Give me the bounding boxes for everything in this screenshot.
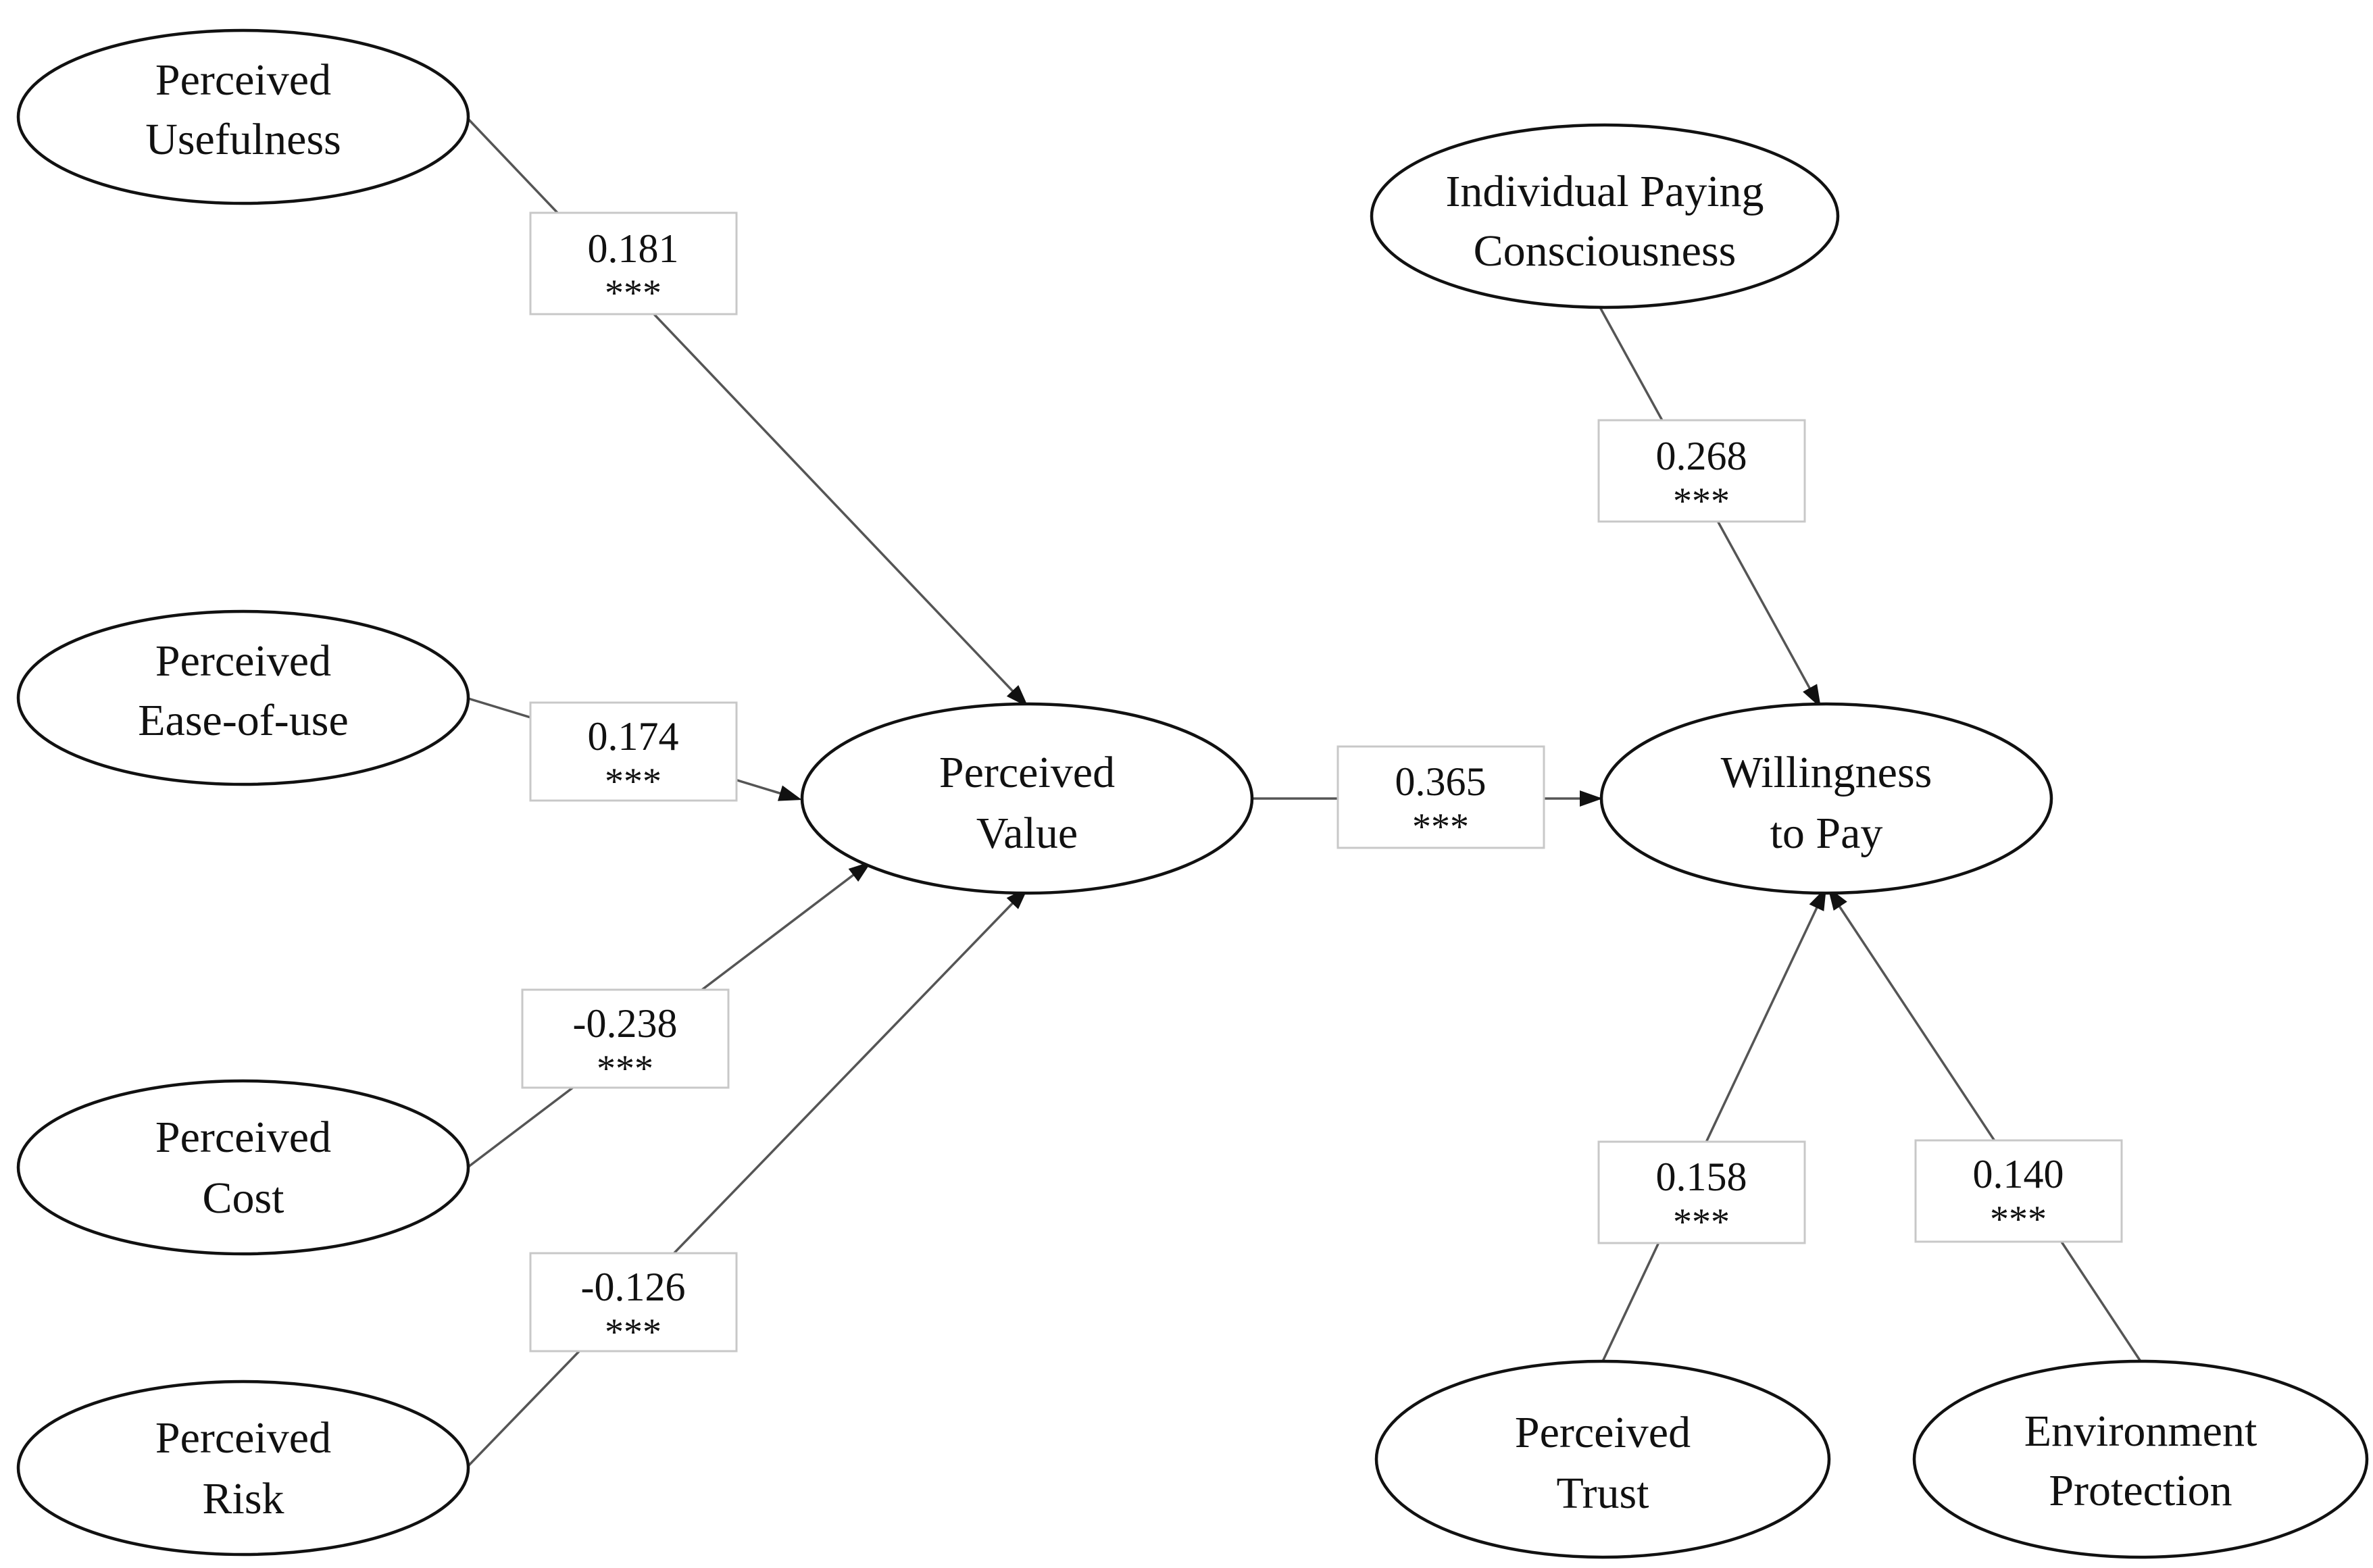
node-label-line1: Willingness xyxy=(1721,748,1932,797)
nodes: Perceived Usefulness Perceived Ease-of-u… xyxy=(16,28,2369,1559)
coefficient-label-trust: 0.158 *** xyxy=(1597,1140,1806,1244)
node-label-line2: Consciousness xyxy=(1474,226,1737,276)
coefficient-label-consciousness: 0.268 *** xyxy=(1597,419,1806,523)
coefficient-value: -0.126 xyxy=(581,1265,686,1309)
coefficient-value: -0.238 xyxy=(573,1001,678,1046)
node-label-line2: Protection xyxy=(2049,1466,2232,1515)
arrowhead-usefulness xyxy=(1006,685,1028,707)
coefficient-value: 0.174 xyxy=(588,714,679,759)
node-willingness-to-pay: Willingness to Pay xyxy=(1599,702,2053,895)
node-perceived-trust: Perceived Trust xyxy=(1374,1359,1831,1559)
significance-marker: *** xyxy=(1412,806,1469,848)
node-environment-protection: Environment Protection xyxy=(1912,1359,2369,1559)
node-label-line1: Perceived xyxy=(155,1113,331,1162)
edge-usefulness-to-value xyxy=(465,116,1025,704)
coefficient-value: 0.268 xyxy=(1656,434,1747,478)
node-perceived-ease-of-use: Perceived Ease-of-use xyxy=(16,609,470,786)
coefficient-value: 0.158 xyxy=(1656,1155,1747,1199)
node-label-line2: to Pay xyxy=(1770,809,1883,858)
edge-risk-to-value xyxy=(465,890,1025,1469)
arrowhead-value xyxy=(1580,790,1603,807)
edge-environment-to-willingness xyxy=(1828,891,2142,1362)
node-label-line1: Perceived xyxy=(155,1413,331,1463)
significance-marker: *** xyxy=(1990,1198,2047,1240)
node-perceived-cost: Perceived Cost xyxy=(16,1079,470,1256)
node-label-line1: Perceived xyxy=(155,55,331,105)
coefficient-label-environment: 0.140 *** xyxy=(1914,1139,2123,1243)
node-label-line1: Individual Paying xyxy=(1445,167,1764,216)
coefficient-label-cost: -0.238 *** xyxy=(521,988,730,1090)
node-label-line2: Usefulness xyxy=(145,115,341,164)
coefficient-value: 0.365 xyxy=(1395,759,1487,804)
coefficient-value: 0.140 xyxy=(1973,1152,2064,1196)
node-individual-paying-consciousness: Individual Paying Consciousness xyxy=(1370,123,1840,309)
node-perceived-value: Perceived Value xyxy=(800,702,1254,895)
node-label-line1: Environment xyxy=(2024,1407,2257,1456)
node-label-line2: Trust xyxy=(1557,1469,1649,1518)
node-label-line2: Ease-of-use xyxy=(138,696,349,745)
coefficient-value: 0.181 xyxy=(588,226,679,271)
significance-marker: *** xyxy=(1673,480,1730,522)
significance-marker: *** xyxy=(597,1048,653,1090)
node-label-line1: Perceived xyxy=(939,748,1115,797)
node-label-line2: Value xyxy=(976,809,1078,858)
coefficient-label-risk: -0.126 *** xyxy=(529,1252,738,1353)
node-label-line2: Cost xyxy=(202,1173,284,1223)
arrowhead-cost xyxy=(848,861,872,882)
node-label-line1: Perceived xyxy=(1515,1408,1691,1457)
node-perceived-risk: Perceived Risk xyxy=(16,1380,470,1557)
coefficient-label-value: 0.365 *** xyxy=(1337,745,1545,849)
edge-trust-to-willingness xyxy=(1601,891,1826,1362)
significance-marker: *** xyxy=(1673,1201,1730,1243)
significance-marker: *** xyxy=(605,761,661,803)
node-perceived-usefulness: Perceived Usefulness xyxy=(16,28,470,205)
node-label-line1: Perceived xyxy=(155,636,331,686)
arrowhead-ease xyxy=(777,785,802,801)
coefficient-labels: 0.181 *** 0.174 *** -0.238 *** -0.126 **… xyxy=(521,211,2123,1353)
arrowhead-consciousness xyxy=(1803,684,1821,708)
significance-marker: *** xyxy=(605,1311,661,1353)
significance-marker: *** xyxy=(605,272,661,314)
node-label-line2: Risk xyxy=(202,1474,284,1523)
coefficient-label-usefulness: 0.181 *** xyxy=(529,211,738,315)
coefficient-label-ease: 0.174 *** xyxy=(529,701,738,803)
